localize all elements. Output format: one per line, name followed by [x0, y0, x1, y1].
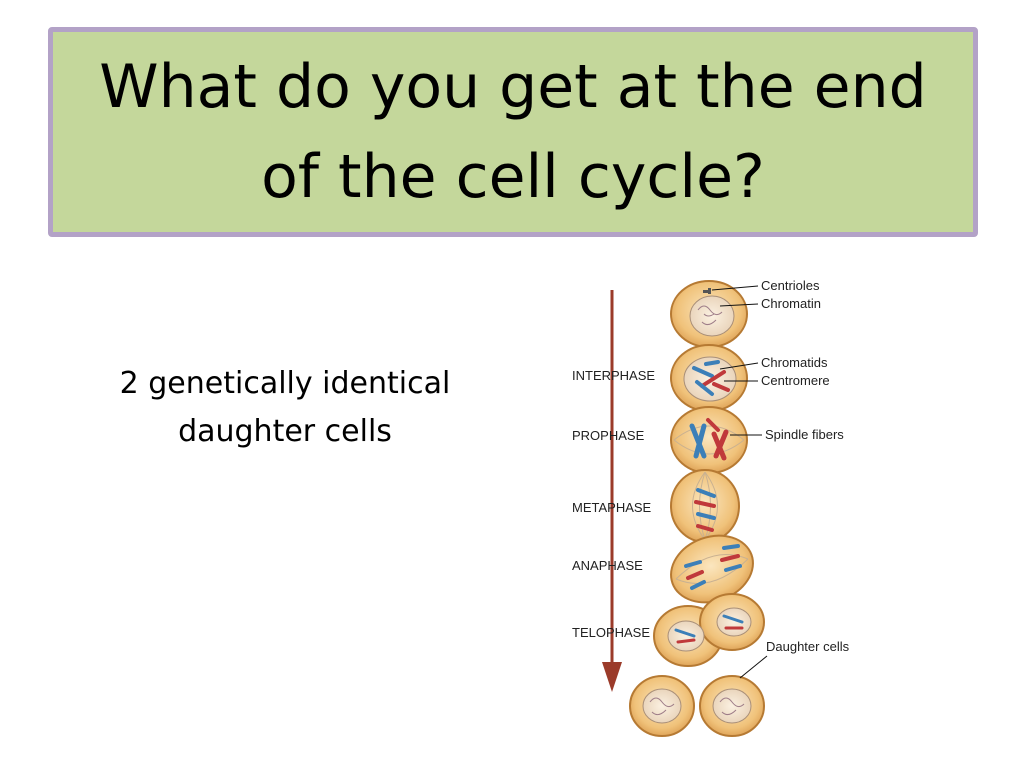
phase-label-telophase: TELOPHASE: [572, 625, 650, 640]
callout-chromatids: Chromatids: [761, 355, 828, 370]
callout-daughter-cells: Daughter cells: [766, 639, 850, 654]
cell-metaphase: [670, 469, 740, 543]
phase-label-interphase: INTERPHASE: [572, 368, 655, 383]
mitosis-diagram-svg: INTERPHASE PROPHASE METAPHASE ANAPHASE T…: [572, 278, 850, 737]
callout-lines: [711, 285, 768, 679]
cell-prophase: [670, 406, 748, 474]
title-box: What do you get at the end of the cell c…: [48, 27, 978, 237]
phase-label-anaphase: ANAPHASE: [572, 558, 643, 573]
phase-label-prophase: PROPHASE: [572, 428, 645, 443]
slide-title: What do you get at the end of the cell c…: [99, 52, 927, 212]
daughter-cell-left: [629, 675, 695, 737]
cell-interphase-early: [670, 280, 748, 348]
callout-spindle-fibers: Spindle fibers: [765, 427, 844, 442]
phase-label-metaphase: METAPHASE: [572, 500, 652, 515]
timeline-arrow: [602, 290, 622, 692]
callout-centromere: Centromere: [761, 373, 830, 388]
cell-telophase: [653, 593, 765, 667]
cell-interphase-late: [670, 344, 748, 412]
mitosis-diagram: INTERPHASE PROPHASE METAPHASE ANAPHASE T…: [562, 244, 862, 748]
callout-centrioles: Centrioles: [761, 278, 820, 293]
callout-chromatin: Chromatin: [761, 296, 821, 311]
answer-text: 2 genetically identical daughter cells: [119, 366, 451, 449]
daughter-cell-right: [699, 675, 765, 737]
